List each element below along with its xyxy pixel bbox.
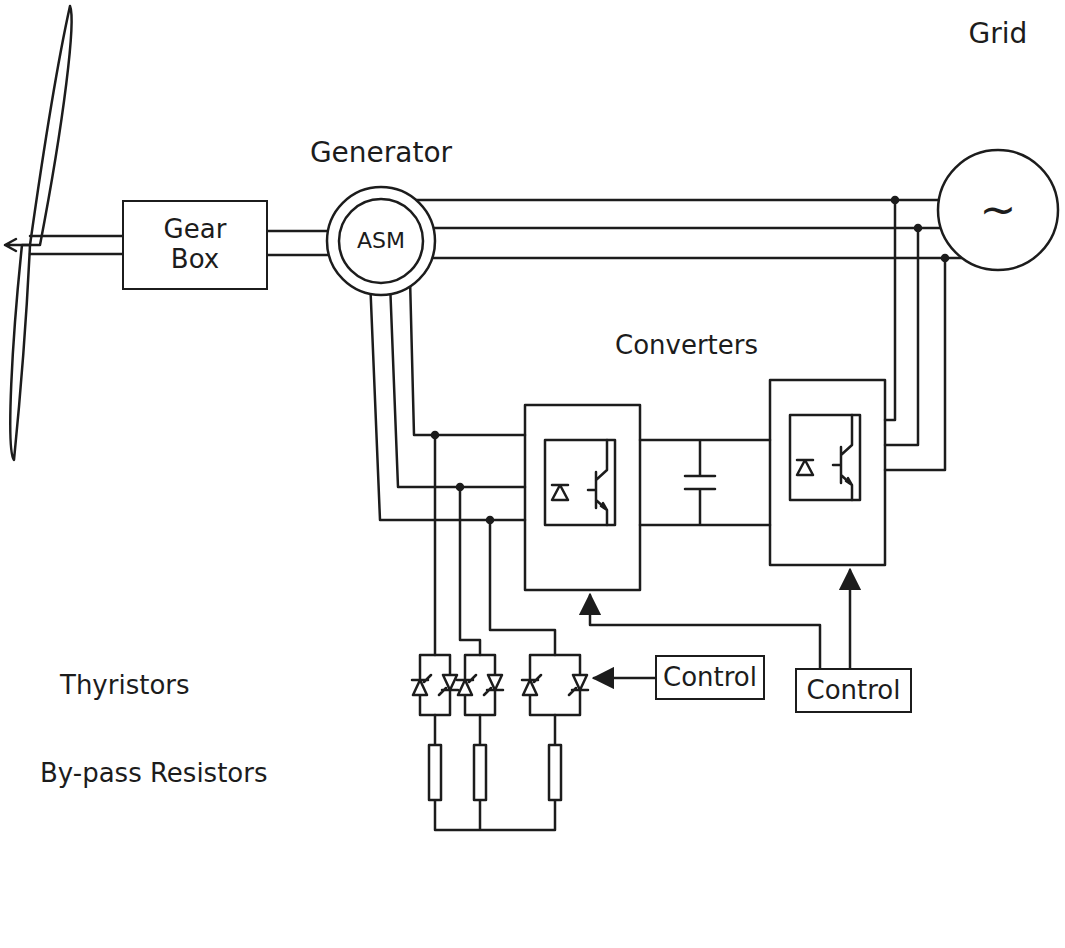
grid-side-wires — [885, 197, 948, 470]
converter-right — [770, 380, 885, 565]
thyristor-symbol — [412, 655, 588, 715]
grid-side-wires — [885, 228, 918, 445]
node-text: ~ — [980, 185, 1017, 236]
thyristor-taps — [487, 517, 493, 523]
dc-link-capacitor — [640, 440, 770, 525]
thyristor-taps — [460, 487, 480, 655]
node-text: Gear Box — [137, 215, 253, 275]
rotor-wires — [367, 275, 526, 521]
thyristor-taps — [432, 432, 438, 438]
grid-circle: Grid~ — [936, 148, 1060, 272]
thyristor-taps — [457, 484, 463, 490]
resistor-symbol — [429, 715, 561, 830]
grid-side-wires — [885, 258, 945, 470]
control-box: Control — [655, 655, 765, 700]
node-text: Control — [663, 663, 757, 693]
resistor-symbol — [429, 715, 561, 830]
dc-link-capacitor — [640, 440, 770, 525]
rotor-blade — [10, 245, 30, 460]
control-arrows — [849, 570, 852, 668]
rotor-blade — [5, 6, 72, 460]
thyristor-taps — [432, 432, 555, 655]
generator-circle: GeneratorASM — [325, 185, 437, 297]
rotor-wires — [390, 282, 525, 487]
gearbox-box: Gear Box — [122, 200, 268, 290]
part-label: By-pass Resistors — [40, 758, 268, 788]
shaft — [30, 236, 122, 254]
control-arrows — [594, 677, 655, 680]
shaft — [30, 236, 122, 254]
thyristor-symbol — [412, 655, 588, 715]
node-text: ASM — [357, 228, 405, 253]
grid-circle-outline — [938, 150, 1058, 270]
rotor-blade — [5, 239, 30, 251]
rotor-wires — [410, 278, 525, 435]
generator-circle-outline — [327, 187, 435, 295]
node-heading: Grid — [969, 18, 1028, 50]
grid-side-wires — [885, 200, 895, 420]
part-label: Thyristors — [60, 670, 190, 700]
control-box: Control — [795, 668, 912, 713]
part-label: Converters — [615, 330, 758, 360]
connector — [268, 231, 329, 255]
converter-left — [525, 405, 640, 590]
converter-right — [770, 380, 885, 565]
node-heading: Generator — [310, 137, 452, 169]
thyristor-taps — [490, 520, 555, 655]
node-text: Control — [807, 676, 901, 706]
generator-circle-outline — [339, 199, 423, 283]
converter-left — [525, 405, 640, 590]
rotor-blade — [30, 6, 72, 245]
rotor-wires — [370, 278, 525, 520]
connector — [416, 200, 962, 258]
thyristor-taps — [434, 435, 437, 655]
